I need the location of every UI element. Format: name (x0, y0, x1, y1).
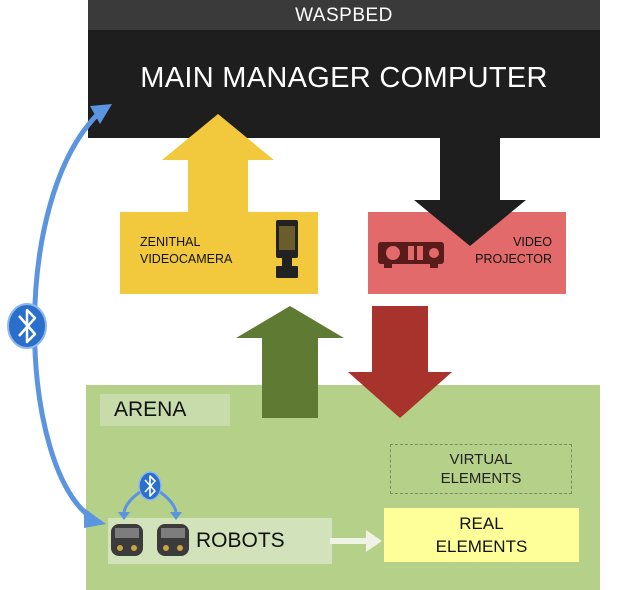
main-manager-label: MAIN MANAGER COMPUTER (140, 62, 548, 94)
bluetooth-arrowhead-top (90, 104, 112, 124)
projector-to-arena-arrow (348, 306, 452, 418)
videocamera-label-line1: ZENITHAL (140, 235, 201, 249)
virtual-elements-box: VIRTUAL ELEMENTS (390, 444, 572, 494)
projector-label-line1: VIDEO (513, 235, 552, 249)
bluetooth-arrowhead-bottom (84, 508, 106, 528)
videocamera-label-line2: VIDEOCAMERA (140, 252, 233, 266)
bluetooth-robot-right-arrowhead (170, 512, 182, 520)
robots-label: ROBOTS (196, 529, 285, 552)
robot-icon (111, 524, 143, 556)
camera-to-computer-arrow (162, 114, 274, 212)
arena-to-camera-arrow (236, 306, 344, 418)
bluetooth-robot-right-arrow (159, 490, 178, 513)
virtual-elements-line2: ELEMENTS (440, 470, 522, 487)
real-elements-line1: REAL (459, 514, 504, 533)
robots-box (108, 518, 332, 564)
waspbed-title: WASPBED (88, 0, 600, 30)
bluetooth-icon (7, 303, 47, 349)
robots-to-real-elements-arrow (330, 530, 382, 552)
bluetooth-icon (138, 471, 162, 501)
real-elements-line2: ELEMENTS (435, 537, 528, 556)
bluetooth-robot-left-arrow (122, 490, 141, 513)
projector-label: VIDEO PROJECTOR (468, 234, 552, 268)
projector-icon (378, 242, 444, 268)
robot-icon (157, 524, 189, 556)
computer-to-projector-arrow (414, 130, 526, 246)
real-elements-box: REAL ELEMENTS (384, 508, 579, 562)
projector-label-line2: PROJECTOR (475, 252, 552, 266)
virtual-elements-line1: VIRTUAL (449, 451, 513, 468)
arena-label: ARENA (100, 394, 230, 426)
videocamera-label: ZENITHAL VIDEOCAMERA (140, 234, 232, 268)
videocamera-icon (276, 220, 298, 278)
bluetooth-robot-left-arrowhead (118, 512, 130, 520)
